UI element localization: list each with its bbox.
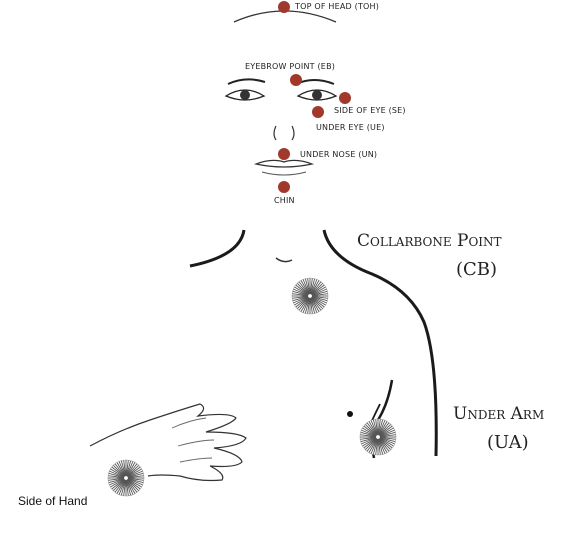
eb-dot xyxy=(290,74,302,86)
se-label: SIDE OF EYE (SE) xyxy=(334,106,406,115)
toh-label: TOP OF HEAD (TOH) xyxy=(294,2,379,11)
se-dot xyxy=(339,92,351,104)
left-eye xyxy=(224,89,266,101)
cb-label-line2: (CB) xyxy=(456,259,497,280)
right-eye xyxy=(296,89,338,101)
side-of-hand-burst xyxy=(107,459,145,497)
left-shoulder xyxy=(189,229,246,268)
nose xyxy=(273,125,295,141)
right-iris xyxy=(312,90,322,100)
ua-label-line1: Under Arm xyxy=(453,404,544,424)
side-of-hand-label: Side of Hand xyxy=(18,494,88,508)
ua-label-line2: (UA) xyxy=(487,432,529,453)
chin-label: CHIN xyxy=(274,196,295,205)
left-eyebrow xyxy=(227,78,266,85)
ue-dot xyxy=(312,106,324,118)
right-shoulder xyxy=(322,229,438,457)
un-dot xyxy=(278,148,290,160)
nipple-dot xyxy=(347,411,353,417)
mouth xyxy=(253,159,315,168)
cb-burst xyxy=(291,277,329,315)
eb-label: EYEBROW POINT (EB) xyxy=(245,62,335,71)
ue-label: UNDER EYE (UE) xyxy=(316,123,385,132)
chin-dot xyxy=(278,181,290,193)
cb-label-line1: Collarbone Point xyxy=(357,231,502,251)
un-label: UNDER NOSE (UN) xyxy=(300,150,377,159)
toh-dot xyxy=(278,1,290,13)
left-iris xyxy=(240,90,250,100)
ua-burst xyxy=(359,418,397,456)
hand-outline xyxy=(89,403,247,482)
throat-line xyxy=(275,257,293,263)
